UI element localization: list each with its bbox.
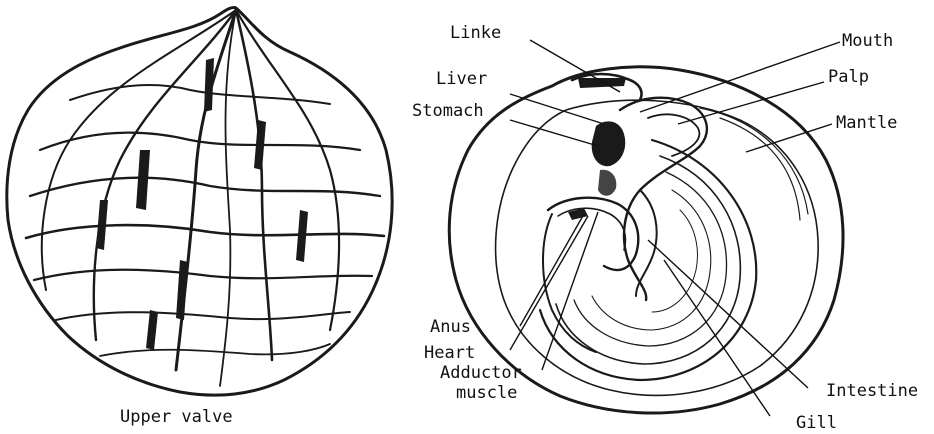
label-stomach: Stomach	[412, 101, 484, 121]
label-liver: Liver	[436, 69, 487, 89]
label-palp: Palp	[828, 67, 869, 87]
label-anus: Anus	[430, 317, 471, 337]
adductor-leader-line	[542, 212, 598, 370]
label-linke: Linke	[450, 23, 501, 43]
label-adductor-line2: muscle	[456, 383, 517, 403]
upper-valve-illustration	[7, 7, 392, 395]
label-gill: Gill	[796, 413, 837, 433]
intestine-leader-line	[648, 240, 808, 388]
label-heart: Heart	[424, 343, 475, 363]
label-intestine: Intestine	[826, 381, 918, 401]
upper-valve-caption: Upper valve	[120, 407, 233, 427]
label-mouth: Mouth	[842, 31, 893, 51]
label-adductor-line1: Adductor	[440, 363, 522, 383]
linke-leader-line	[530, 40, 620, 92]
mouth-leader-line	[640, 42, 840, 112]
liver-leader-line	[510, 94, 604, 124]
stomach-leader-line	[510, 120, 598, 146]
internal-anatomy-illustration	[449, 67, 843, 413]
palp-leader-line	[678, 82, 824, 124]
label-mantle: Mantle	[836, 113, 897, 133]
